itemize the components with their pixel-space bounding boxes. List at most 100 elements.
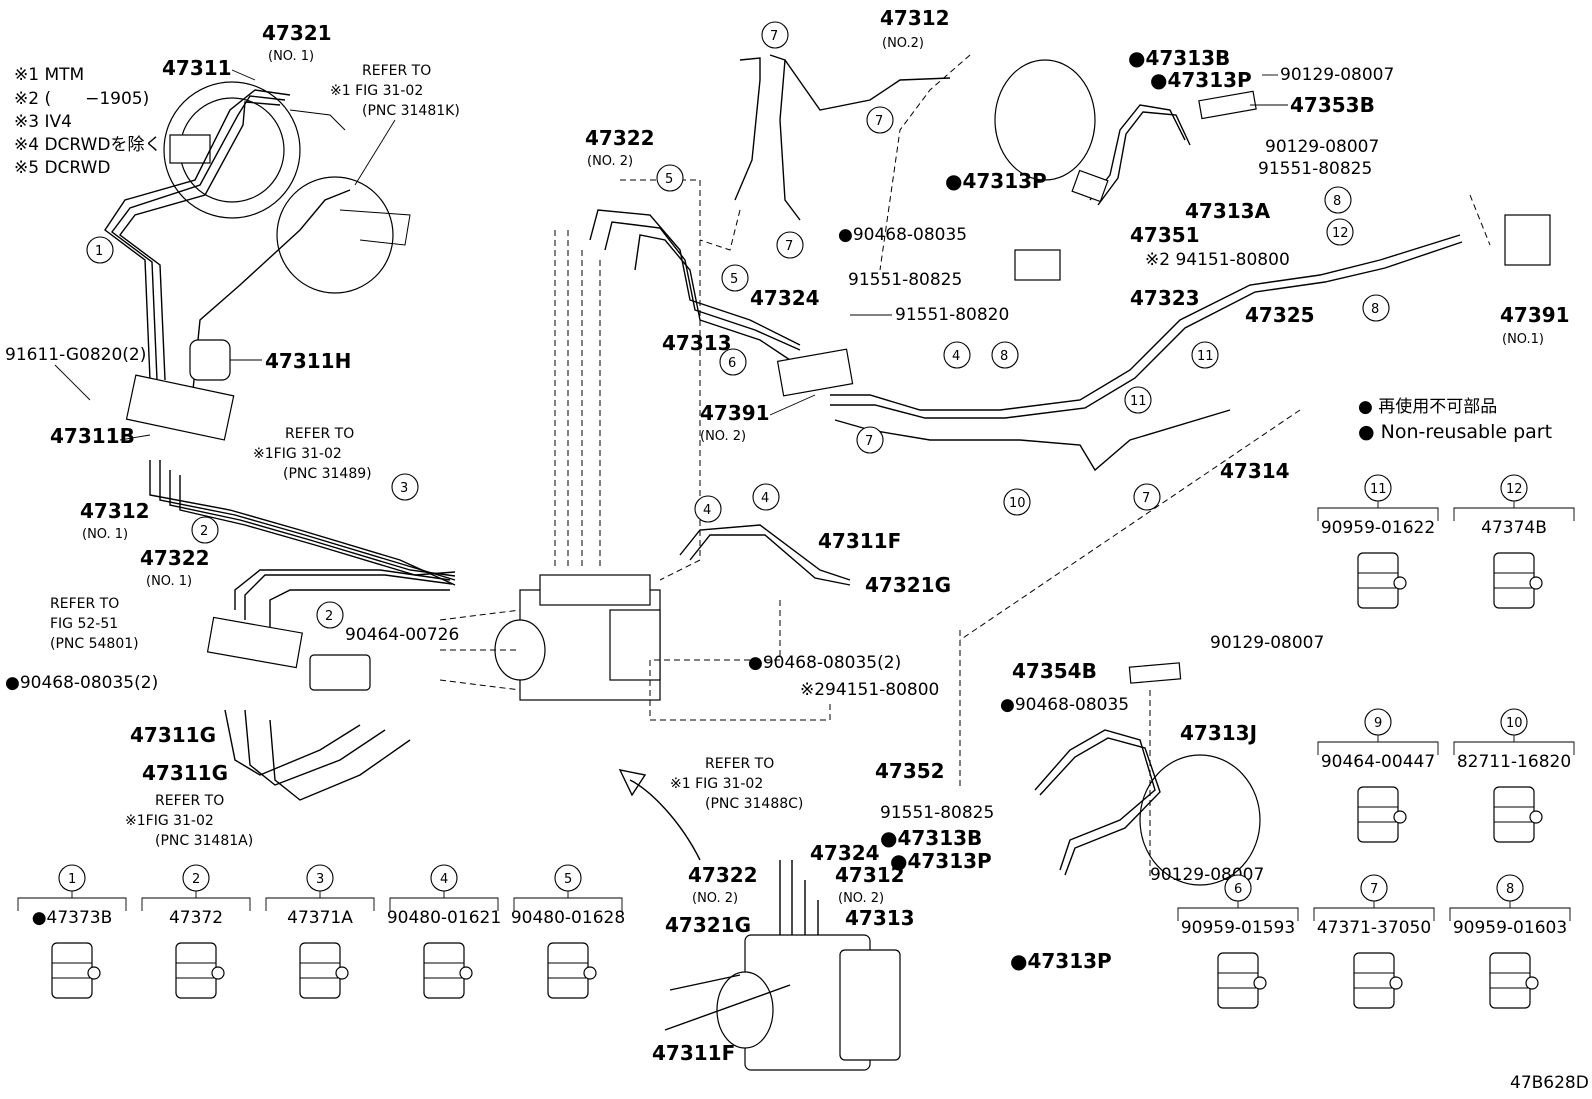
label-90468-left: ●90468-08035(2) (5, 673, 158, 693)
note-2: ※2 ( −1905) (14, 89, 149, 109)
label-47313p-bot2: ●47313P (1010, 949, 1112, 973)
label-act-47322-sub: (NO. 2) (692, 891, 738, 906)
svg-text:7: 7 (770, 29, 778, 44)
label-47313a: 47313A (1185, 199, 1271, 223)
label-47325: 47325 (1245, 303, 1315, 327)
clamp-number: 6 (1234, 882, 1242, 897)
label-act-47322: 47322 (688, 863, 758, 887)
label-47311g-1: 47311G (130, 723, 216, 747)
svg-text:3: 3 (400, 481, 408, 496)
svg-text:11: 11 (1197, 349, 1214, 364)
label-47311: 47311 (162, 56, 232, 80)
label-91551-80825-mid: 91551-80825 (848, 270, 962, 290)
lower-brake-lines (206, 616, 411, 801)
clamp-number: 3 (316, 872, 324, 887)
clamp-part-number: 47372 (169, 908, 223, 928)
clamp-callouts: 1 2 3 2 5 5 6 7 7 7 4 8 8 12 8 11 11 7 1… (86, 21, 1390, 629)
label-47312-no2-sub: (NO.2) (882, 36, 924, 51)
note-5: ※5 DCRWD (14, 158, 110, 178)
label-91551-80825-bot: 91551-80825 (880, 803, 994, 823)
label-91611: 91611-G0820(2) (5, 345, 146, 365)
clamp-cell: 1 ●47373B (17, 864, 127, 999)
brake-booster-illustration (163, 81, 411, 294)
label-47313p-top: ●47313P (1150, 68, 1252, 92)
clamp-number: 1 (68, 872, 76, 887)
svg-text:2: 2 (200, 524, 208, 539)
label-47322-no1: 47322 (140, 546, 210, 570)
ref1-fig: ※1 FIG 31-02 (330, 83, 423, 99)
abs-actuator-center (439, 179, 851, 721)
label-47313: 47313 (662, 331, 732, 355)
label-47391-no2-sub: (NO. 2) (700, 429, 746, 444)
ref4-pnc: (PNC 31481A) (155, 833, 253, 849)
clamp-part-number: 47371-37050 (1317, 918, 1431, 938)
label-90129-b: 90129-08007 (1265, 137, 1379, 157)
clamp-number: 2 (192, 872, 200, 887)
label-47352: 47352 (875, 759, 945, 783)
ref5-fig: ※1 FIG 31-02 (670, 776, 763, 792)
svg-text:11: 11 (1130, 394, 1147, 409)
label-47321-sub: (NO. 1) (268, 49, 314, 64)
clamp-part-number: 90480-01628 (511, 908, 625, 928)
label-47323: 47323 (1130, 286, 1200, 310)
center-top-brake-lines (589, 54, 971, 361)
clamp-part-number: 90480-01621 (387, 908, 501, 928)
label-90468-right: ●90468-08035 (838, 225, 967, 245)
svg-text:7: 7 (1142, 491, 1150, 506)
clamp-number: 8 (1506, 882, 1514, 897)
label-47312-no1-sub: (NO. 1) (82, 527, 128, 542)
svg-text:5: 5 (730, 272, 738, 287)
svg-text:8: 8 (1000, 349, 1008, 364)
svg-text:5: 5 (665, 172, 673, 187)
label-94151-b: ※294151-80800 (800, 680, 939, 700)
label-47311f: 47311F (818, 529, 901, 553)
legend-notes: ※1 MTM ※2 ( −1905) ※3 IV4 ※4 DCRWDを除く ※5… (14, 65, 161, 178)
label-act-47312: 47312 (835, 863, 905, 887)
label-47311h: 47311H (265, 349, 351, 373)
clamp-number: 4 (440, 872, 448, 887)
part-labels: 47321 (NO. 1) 47311 REFER TO ※1 FIG 31-0… (5, 6, 1589, 1093)
front-brake-lines-left (104, 89, 456, 630)
ref5-pnc: (PNC 31488C) (705, 796, 803, 812)
label-47311b: 47311B (50, 424, 135, 448)
label-90464-00726: 90464-00726 (345, 625, 459, 645)
svg-text:4: 4 (703, 503, 711, 518)
label-91551-80825-top: 91551-80825 (1258, 159, 1372, 179)
rear-drum-lower-right (959, 409, 1301, 886)
note-4: ※4 DCRWDを除く (14, 135, 161, 155)
label-90129-a: 90129-08007 (1280, 65, 1394, 85)
svg-text:4: 4 (952, 349, 960, 364)
label-47391-no1-sub: (NO.1) (1502, 332, 1544, 347)
note-1: ※1 MTM (14, 65, 84, 85)
ref3-fig: FIG 52-51 (50, 616, 118, 632)
abs-actuator-bottom (664, 860, 901, 1071)
label-47324: 47324 (750, 286, 820, 310)
label-47322-no2: 47322 (585, 126, 655, 150)
clamp-cell: 4 90480-01621 (387, 864, 501, 999)
label-47391-no2: 47391 (700, 401, 770, 425)
clamp-number: 9 (1374, 716, 1382, 731)
clamp-part-number: 90959-01603 (1453, 918, 1567, 938)
ref4-fig: ※1FIG 31-02 (125, 813, 214, 829)
label-47313p-bot: ●47313P (890, 849, 992, 873)
label-47313b-bot: ●47313B (880, 826, 982, 850)
label-act-47312-sub: (NO. 2) (838, 891, 884, 906)
nonreusable-legend: ● 再使用不可部品 ● Non-reusable part (1358, 396, 1552, 443)
ref2-title: REFER TO (285, 426, 354, 442)
svg-text:12: 12 (1332, 226, 1349, 241)
clamp-part-number: ●47373B (32, 908, 113, 928)
label-94151-a: ※2 94151-80800 (1145, 250, 1290, 270)
nonreusable-jp: ● 再使用不可部品 (1358, 396, 1497, 417)
label-47321: 47321 (262, 21, 332, 45)
ref3-title: REFER TO (50, 596, 119, 612)
svg-text:8: 8 (1371, 302, 1379, 317)
